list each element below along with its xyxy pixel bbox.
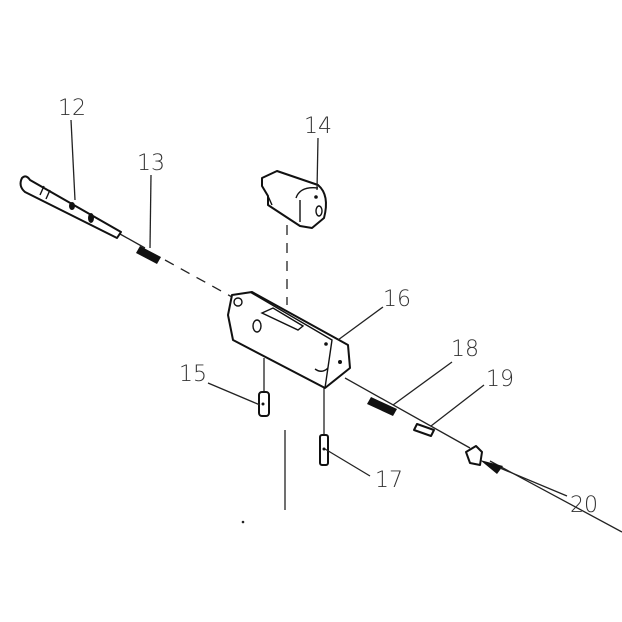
leader-15 bbox=[207, 382, 261, 406]
label-20: 20 bbox=[570, 493, 598, 518]
part-19 bbox=[413, 423, 435, 437]
label-14: 14 bbox=[304, 114, 332, 139]
axis-line-rear bbox=[344, 377, 471, 449]
leader-13 bbox=[149, 174, 152, 249]
leader-17 bbox=[324, 448, 371, 477]
arrow-icon bbox=[480, 460, 503, 474]
label-18: 18 bbox=[451, 337, 479, 362]
label-17: 17 bbox=[375, 468, 403, 493]
leader-14 bbox=[316, 137, 319, 191]
axis-line-rod bbox=[119, 233, 146, 249]
label-16: 16 bbox=[383, 287, 411, 312]
leader-19 bbox=[430, 384, 485, 427]
leader-18 bbox=[392, 361, 453, 406]
part-16-block bbox=[227, 291, 351, 389]
leader-16 bbox=[337, 306, 384, 341]
part-20 bbox=[465, 445, 503, 474]
small-mark bbox=[241, 520, 245, 524]
leader-20 bbox=[499, 467, 568, 497]
label-19: 19 bbox=[486, 367, 514, 392]
label-12: 12 bbox=[58, 96, 86, 121]
label-13: 13 bbox=[137, 151, 165, 176]
axis-dashed-line bbox=[164, 259, 233, 298]
part-14 bbox=[261, 170, 327, 229]
part-17-pin bbox=[319, 434, 329, 466]
part-13-spring bbox=[136, 246, 161, 264]
part-18-spring bbox=[367, 397, 397, 416]
part-15-pin bbox=[258, 391, 270, 417]
label-15: 15 bbox=[179, 362, 207, 387]
part-12-rod bbox=[19, 175, 122, 239]
leader-12 bbox=[70, 119, 76, 201]
